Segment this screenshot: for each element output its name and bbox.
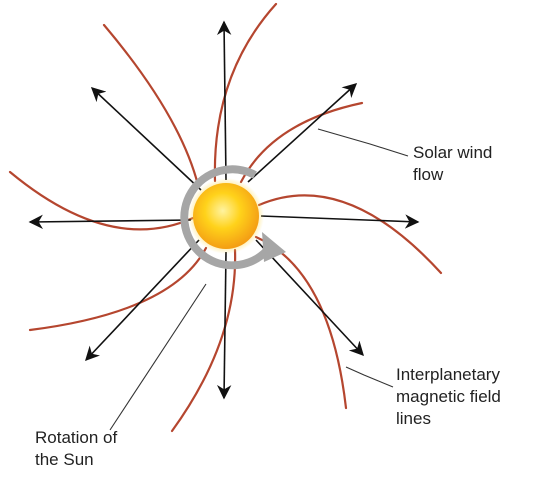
leader-solar-wind (317, 128, 409, 157)
solar-wind-label-line2: flow (413, 165, 444, 184)
wind-arrow-8 (90, 87, 202, 191)
rotation-arrow-icon (180, 165, 286, 270)
imf-label-line1: Interplanetary (396, 365, 500, 384)
leader-imf (345, 366, 394, 388)
rotation-label-line2: the Sun (35, 450, 94, 469)
rotation-of-sun-label: Rotation of the Sun (35, 427, 117, 471)
field-line-7 (28, 246, 208, 332)
rotation-label-line1: Rotation of (35, 428, 118, 447)
imf-label-line2: magnetic field (396, 387, 501, 406)
wind-arrow-1 (216, 20, 232, 181)
field-line-3 (239, 101, 364, 184)
leader-lines (109, 128, 409, 431)
imf-label-line3: lines (396, 409, 431, 428)
wind-arrow-3 (260, 214, 420, 229)
wind-arrow-6 (85, 239, 200, 362)
field-line-8 (8, 170, 195, 231)
solar-wind-flow-label: Solar wind flow (413, 142, 492, 186)
field-line-6 (170, 248, 237, 433)
field-line-1 (102, 23, 200, 187)
sun-icon (188, 178, 264, 254)
wind-arrow-7 (28, 214, 192, 230)
solar-wind-arrows (28, 20, 420, 400)
wind-arrow-5 (216, 251, 232, 400)
imf-lines-label: Interplanetary magnetic field lines (396, 364, 501, 430)
solar-wind-label-line1: Solar wind (413, 143, 493, 162)
wind-arrow-4 (255, 239, 364, 357)
field-line-4 (257, 194, 443, 275)
wind-arrow-2 (247, 83, 358, 183)
field-line-2 (213, 2, 278, 183)
leader-rotation (109, 283, 207, 431)
